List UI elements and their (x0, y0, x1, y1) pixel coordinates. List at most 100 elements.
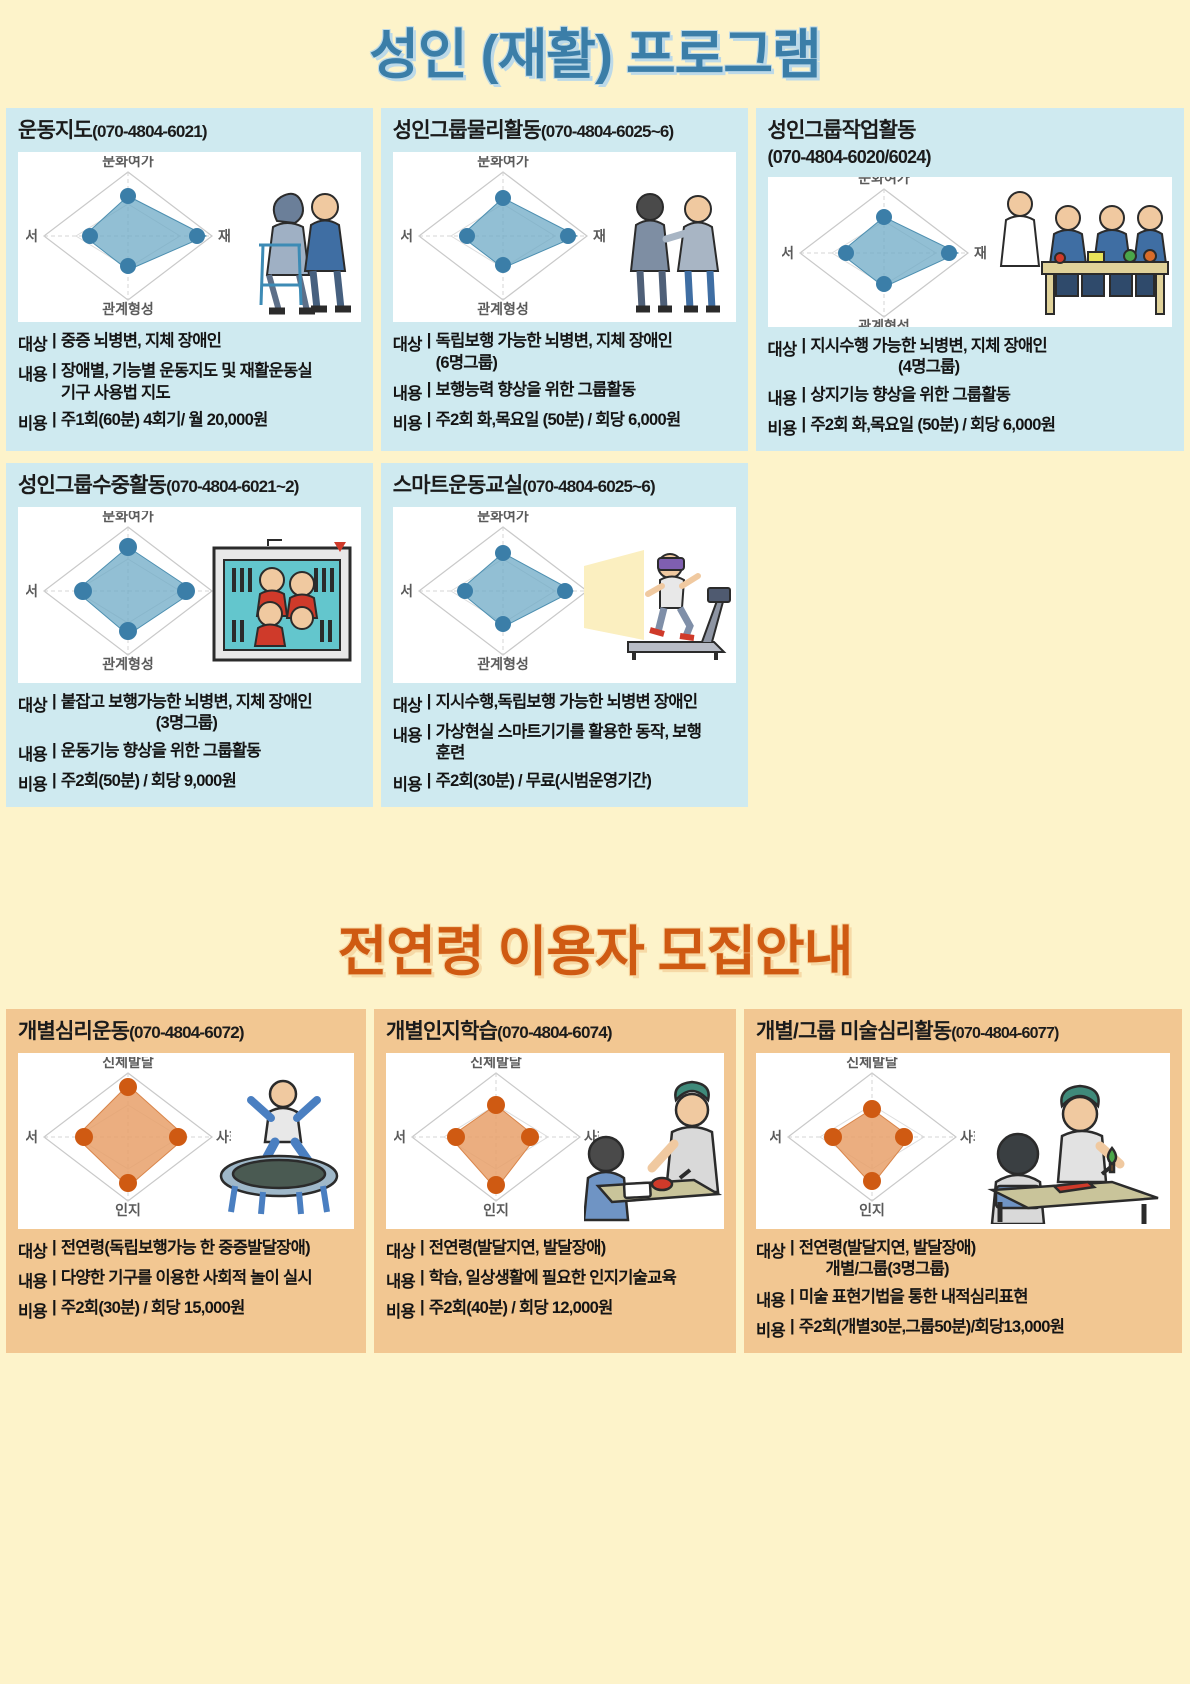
radar-chart: 문화여가 재활 관계형성 정서 (768, 177, 1000, 327)
details-list: 대상 | 독립보행 가능한 뇌병변, 지체 장애인 (6명그룹) 내용 | 보행… (393, 331, 736, 434)
figure-radar-and-art: 문화여가 재활 관계형성 정서 (767, 176, 1173, 327)
details-list: 대상 | 지시수행,독립보행 가능한 뇌병변 장애인 내용 | 가상현실 스마트… (393, 692, 736, 795)
detail-row-cost: 비용 | 주2회(40분) / 회당 12,000원 (386, 1298, 724, 1322)
radar-axis-right: 사회성 (960, 1129, 975, 1145)
detail-separator: | (426, 331, 432, 350)
card-운동지도[interactable]: 운동지도(070-4804-6021) 문화여가 (6, 108, 373, 451)
card-title: 성인그룹물리활동(070-4804-6025~6) (393, 118, 736, 144)
detail-value-line2: (4명그룹) (897, 358, 960, 377)
detail-label: 비용 (392, 775, 423, 794)
radar-chart: 문화여가 재활 관계형성 정서 (18, 508, 242, 673)
detail-value: 장애별, 기능별 운동지도 및 재활운동실 기구 사용법 지도 (60, 361, 313, 404)
radar-axis-bottom: 관계형성 (102, 656, 154, 672)
detail-label: 대상 (392, 336, 423, 355)
radar-axis-bottom: 관계형성 (477, 301, 529, 317)
detail-value: 상지기능 향상을 위한 그룹활동 (810, 385, 1011, 404)
radar-chart: 문화여가 재활 관계형성 정서 (393, 153, 619, 318)
radar-axis-top: 문화여가 (102, 511, 154, 524)
radar-axis-top: 문화여가 (477, 511, 529, 524)
detail-value: 학습, 일상생활에 필요한 인지기술교육 (428, 1269, 677, 1287)
detail-row-content: 내용 | 상지기능 향상을 위한 그룹활동 (768, 385, 1173, 409)
radar-axis-top: 신체발달 (102, 1057, 154, 1070)
card-성인그룹수중활동[interactable]: 성인그룹수중활동(070-4804-6021~2) 문화여가 (6, 462, 373, 807)
card-개별그룹미술심리활동[interactable]: 개별/그룹 미술심리활동(070-4804-6077) 신체발달 (744, 1008, 1182, 1353)
detail-value: 주2회(개별30분,그룹50분)/회당13,000원 (798, 1317, 1065, 1336)
detail-label: 내용 (767, 389, 798, 408)
card-phone: (070-4804-6025~6) (522, 476, 655, 496)
detail-label: 대상 (767, 340, 798, 359)
detail-value: 전연령(발달지연, 발달장애) (428, 1239, 606, 1257)
figure-radar-and-art: 문화여가 재활 관계형성 정서 (392, 152, 736, 323)
detail-label: 비용 (18, 1303, 48, 1321)
detail-separator: | (419, 1238, 425, 1256)
detail-row-content: 내용 | 학습, 일상생활에 필요한 인지기술교육 (386, 1268, 724, 1292)
radar-axis-bottom: 인지 (483, 1202, 509, 1218)
detail-row-content: 내용 | 보행능력 향상을 위한 그룹활동 (393, 380, 736, 404)
card-name: 개별심리운동 (18, 1019, 130, 1043)
figure-radar-and-art: 신체발달 사회성 인지 정서 (18, 1053, 354, 1229)
section-title-adult-rehab: 성인 (재활) 프로그램 (369, 25, 821, 85)
detail-separator: | (51, 1238, 57, 1256)
details-list: 대상 | 지시수행 가능한 뇌병변, 지체 장애인 (4명그룹) 내용 | 상지… (768, 336, 1173, 439)
adult-rehab-row-2: 성인그룹수중활동(070-4804-6021~2) 문화여가 (0, 462, 1190, 807)
figure-radar-and-art: 문화여가 재활 관계형성 정서 (18, 506, 361, 683)
card-title: 운동지도(070-4804-6021) (18, 118, 361, 144)
radar-axis-left: 정서 (26, 583, 38, 599)
detail-row-target: 대상 | 붙잡고 보행가능한 뇌병변, 지체 장애인 (3명그룹) (18, 692, 361, 735)
radar-axis-left: 정서 (394, 1129, 406, 1145)
card-스마트운동교실[interactable]: 스마트운동교실(070-4804-6025~6) 문화여가 (380, 462, 748, 807)
card-개별심리운동[interactable]: 개별심리운동(070-4804-6072) 신체발달 (6, 1008, 366, 1353)
radar-chart: 문화여가 재활 관계형성 정서 (18, 153, 244, 318)
radar-axis-top: 문화여가 (477, 156, 529, 169)
card-name: 성인그룹수중활동 (18, 473, 167, 497)
detail-separator: | (51, 691, 57, 710)
detail-separator: | (801, 335, 806, 354)
detail-value: 주2회(40분) / 회당 12,000원 (428, 1299, 613, 1317)
radar-chart: 신체발달 사회성 인지 정서 (18, 1054, 255, 1219)
details-list: 대상 | 붙잡고 보행가능한 뇌병변, 지체 장애인 (3명그룹) 내용 | 운… (18, 692, 361, 795)
card-개별인지학습[interactable]: 개별인지학습(070-4804-6074) 신체발달 (374, 1008, 736, 1353)
detail-label: 비용 (756, 1321, 786, 1340)
radar-axis-bottom: 관계형성 (858, 318, 910, 327)
detail-row-cost: 비용 | 주2회(개별30분,그룹50분)/회당13,000원 (756, 1317, 1170, 1341)
card-성인그룹작업활동[interactable]: 성인그룹작업활동 (070-4804-6020/6024) (755, 108, 1185, 451)
detail-separator: | (801, 384, 806, 403)
radar-axis-right: 재활 (593, 228, 606, 244)
card-title: 성인그룹작업활동 (070-4804-6020/6024) (768, 118, 1173, 169)
detail-label: 내용 (18, 1273, 48, 1291)
card-name: 개별인지학습 (386, 1019, 498, 1043)
detail-value: 운동기능 향상을 위한 그룹활동 (60, 741, 262, 760)
detail-row-content: 내용 | 장애별, 기능별 운동지도 및 재활운동실 기구 사용법 지도 (18, 361, 361, 404)
detail-separator: | (426, 380, 432, 399)
detail-separator: | (426, 691, 432, 710)
detail-value: 주2회(30분) / 회당 15,000원 (60, 1299, 245, 1317)
radar-axis-left: 정서 (26, 228, 38, 244)
card-성인그룹물리활동[interactable]: 성인그룹물리활동(070-4804-6025~6) 문화여가 (380, 108, 748, 451)
detail-separator: | (51, 410, 57, 429)
illustration-walking-pair (614, 167, 734, 322)
radar-axis-top: 신체발달 (846, 1057, 898, 1070)
detail-label: 내용 (392, 726, 423, 745)
detail-value-line2: 기구 사용법 지도 (60, 383, 171, 402)
card-title: 성인그룹수중활동(070-4804-6021~2) (18, 473, 361, 499)
card-phone: (070-4804-6021) (92, 122, 207, 141)
detail-label: 대상 (386, 1243, 416, 1261)
detail-value-line1: 독립보행 가능한 뇌병변, 지체 장애인 (435, 332, 673, 351)
card-phone: (070-4804-6021~2) (166, 476, 299, 496)
detail-value: 지시수행,독립보행 가능한 뇌병변 장애인 (435, 692, 698, 711)
detail-value: 전연령(발달지연, 발달장애) 개별/그룹(3명그룹) (799, 1238, 976, 1281)
figure-radar-and-art: 문화여가 재활 관계형성 정서 (392, 506, 736, 683)
detail-value: 주2회 화,목요일 (50분) / 회당 6,000원 (810, 415, 1056, 434)
details-list: 대상 | 전연령(독립보행가능 한 중증발달장애) 내용 | 다양한 기구를 이… (18, 1238, 354, 1322)
detail-value: 다양한 기구를 이용한 사회적 놀이 실시 (60, 1269, 313, 1287)
card-phone: (070-4804-6020/6024) (767, 147, 932, 168)
detail-label: 내용 (756, 1291, 786, 1310)
detail-row-content: 내용 | 운동기능 향상을 위한 그룹활동 (18, 741, 361, 765)
detail-value-line2: (6명그룹) (435, 353, 498, 372)
detail-value: 가상현실 스마트기기를 활용한 동작, 보행 훈련 (436, 722, 702, 765)
detail-row-cost: 비용 | 주2회 화,목요일 (50분) / 회당 6,000원 (393, 410, 736, 434)
detail-separator: | (419, 1268, 425, 1286)
radar-axis-left: 정서 (26, 1129, 38, 1145)
detail-label: 비용 (767, 419, 798, 438)
detail-row-content: 내용 | 미술 표현기법을 통한 내적심리표현 (756, 1287, 1170, 1311)
